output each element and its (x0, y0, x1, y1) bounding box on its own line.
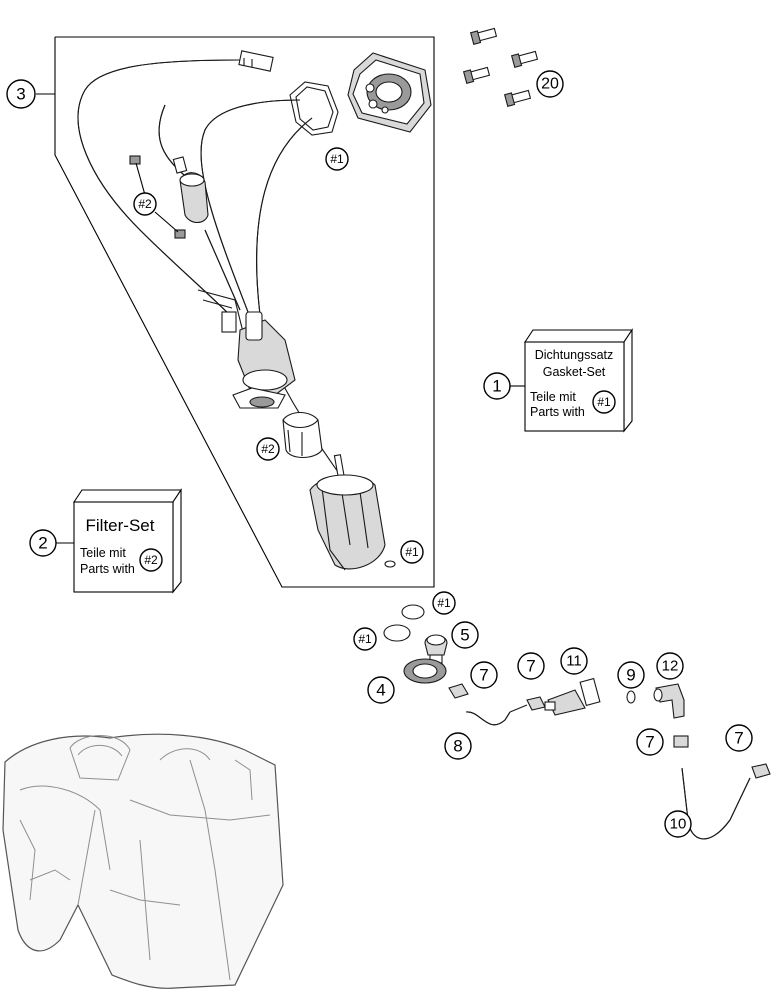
svg-text:20: 20 (541, 76, 559, 93)
o-rings-lower (383, 604, 425, 642)
callout-elbow-12: 12 (656, 652, 684, 680)
callout-filter-ref: #2 (133, 192, 157, 216)
hose-10-part (681, 767, 751, 840)
filter-box-ref-callout: #2 (139, 548, 163, 572)
gasket-box-ref-callout: #1 (592, 390, 616, 414)
svg-text:9: 9 (626, 666, 635, 685)
callout-screws-20: 20 (536, 70, 564, 98)
svg-text:#1: #1 (405, 545, 419, 559)
o-ring-9-part (626, 690, 636, 704)
gasket-box-line3: Teile mit (530, 390, 576, 404)
fuel-pump-unit (309, 454, 396, 571)
svg-text:#1: #1 (358, 632, 372, 646)
svg-text:#2: #2 (261, 442, 275, 456)
svg-text:12: 12 (662, 658, 679, 675)
callout-oring-9: 9 (617, 661, 645, 689)
gasket-box-line4: Parts with (530, 405, 585, 419)
svg-text:7: 7 (645, 733, 654, 752)
filter-box-line1: Filter-Set (86, 516, 155, 535)
strainer-sleeve (282, 411, 323, 459)
gasket-box-line2: Gasket-Set (543, 365, 606, 379)
gasket-part (403, 658, 447, 684)
callout-hose-10: 10 (664, 810, 692, 838)
fuel-pump-body (221, 311, 296, 409)
fuel-filter (129, 155, 209, 239)
filter-box-line3: Parts with (80, 562, 135, 576)
svg-text:#1: #1 (597, 395, 611, 409)
connector-11-part (544, 677, 601, 716)
svg-text:7: 7 (734, 729, 743, 748)
svg-text:#1: #1 (330, 152, 344, 166)
callout-hose-8: 8 (444, 732, 472, 760)
callout-gasket-set-1: 1 (483, 372, 511, 400)
callout-valve-5: 5 (451, 621, 479, 649)
filter-set-box: Filter-Set Teile mit Parts with #2 (72, 488, 183, 594)
svg-text:#1: #1 (437, 596, 451, 610)
callout-oring-top-ref: #1 (432, 591, 456, 615)
callout-assembly-3: 3 (6, 79, 36, 109)
svg-text:1: 1 (492, 377, 501, 396)
svg-text:5: 5 (460, 626, 469, 645)
callout-pump-ring-ref: #1 (400, 540, 424, 564)
gasket-set-box: Dichtungssatz Gasket-Set Teile mit Parts… (523, 328, 634, 433)
callout-connector-11: 11 (560, 647, 588, 675)
callout-clamp-7a: 7 (470, 661, 498, 689)
pump-flange (347, 52, 432, 133)
elbow-12-part (653, 683, 685, 719)
svg-text:#2: #2 (138, 197, 152, 211)
callout-clamp-7d: 7 (725, 724, 753, 752)
wire-connector (238, 50, 274, 72)
assembly-frame (54, 36, 435, 588)
callout-clamp-7b: 7 (517, 652, 545, 680)
svg-text:7: 7 (526, 657, 535, 676)
svg-text:4: 4 (376, 681, 385, 700)
callout-strainer-ref: #2 (256, 437, 280, 461)
filter-leader-a (135, 162, 146, 196)
svg-text:3: 3 (16, 85, 25, 104)
screws (462, 27, 539, 108)
svg-text:8: 8 (453, 737, 462, 756)
callout-filter-set-2: 2 (29, 529, 57, 557)
clamps (448, 683, 771, 779)
callout-clamp-7c: 7 (636, 728, 664, 756)
svg-text:7: 7 (479, 666, 488, 685)
filter-box-line2: Teile mit (80, 546, 126, 560)
flange-o-ring (289, 81, 339, 136)
gasket-box-line1: Dichtungssatz (535, 348, 614, 362)
svg-text:10: 10 (670, 816, 687, 833)
fuel-tank (2, 733, 284, 989)
svg-text:#2: #2 (144, 553, 158, 567)
filter-leader-b (154, 211, 179, 233)
svg-text:2: 2 (38, 534, 47, 553)
callout-gasket-4: 4 (367, 676, 395, 704)
callout-oring-left-ref: #1 (353, 627, 377, 651)
callout-flange-ring-ref: #1 (325, 147, 349, 171)
svg-text:11: 11 (566, 653, 582, 670)
hose-8-part (465, 704, 528, 726)
hoses-and-wires (77, 59, 341, 476)
